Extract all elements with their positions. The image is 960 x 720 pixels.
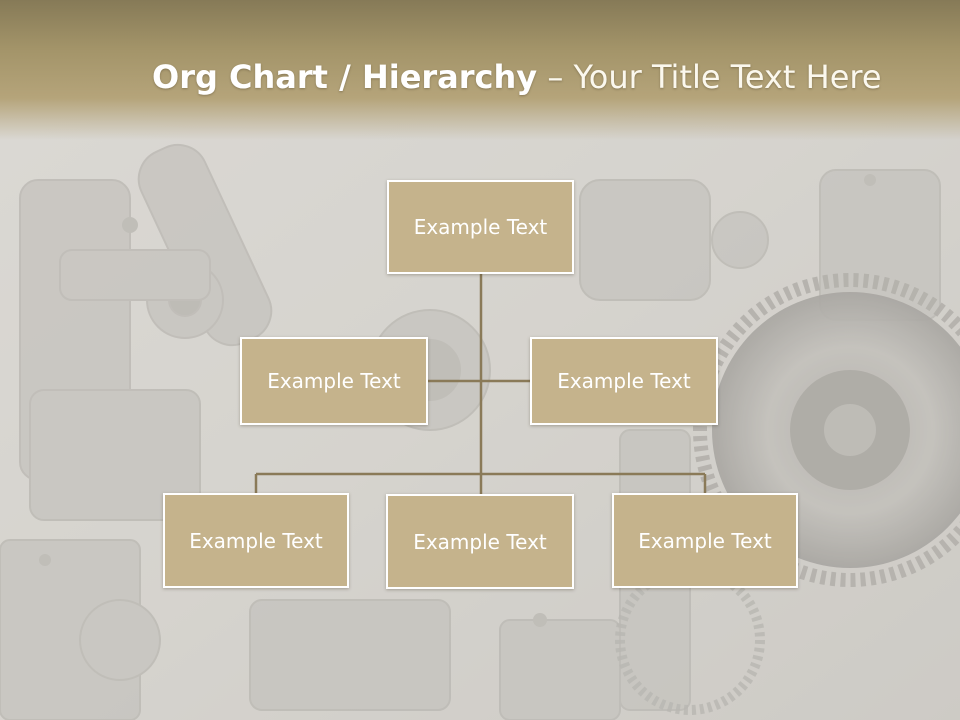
org-node-root[interactable]: Example Text: [387, 180, 574, 274]
title-bold-part: Org Chart / Hierarchy: [152, 58, 538, 96]
org-node-child-middle[interactable]: Example Text: [386, 494, 574, 589]
slide-title: Org Chart / Hierarchy – Your Title Text …: [152, 52, 882, 102]
header-band: [0, 0, 960, 140]
title-light-part: Your Title Text Here: [573, 58, 882, 96]
org-node-child-left[interactable]: Example Text: [163, 493, 349, 588]
org-node-assistant-right[interactable]: Example Text: [530, 337, 718, 425]
title-dash: –: [547, 58, 564, 96]
org-node-assistant-left[interactable]: Example Text: [240, 337, 428, 425]
org-node-child-right[interactable]: Example Text: [612, 493, 798, 588]
